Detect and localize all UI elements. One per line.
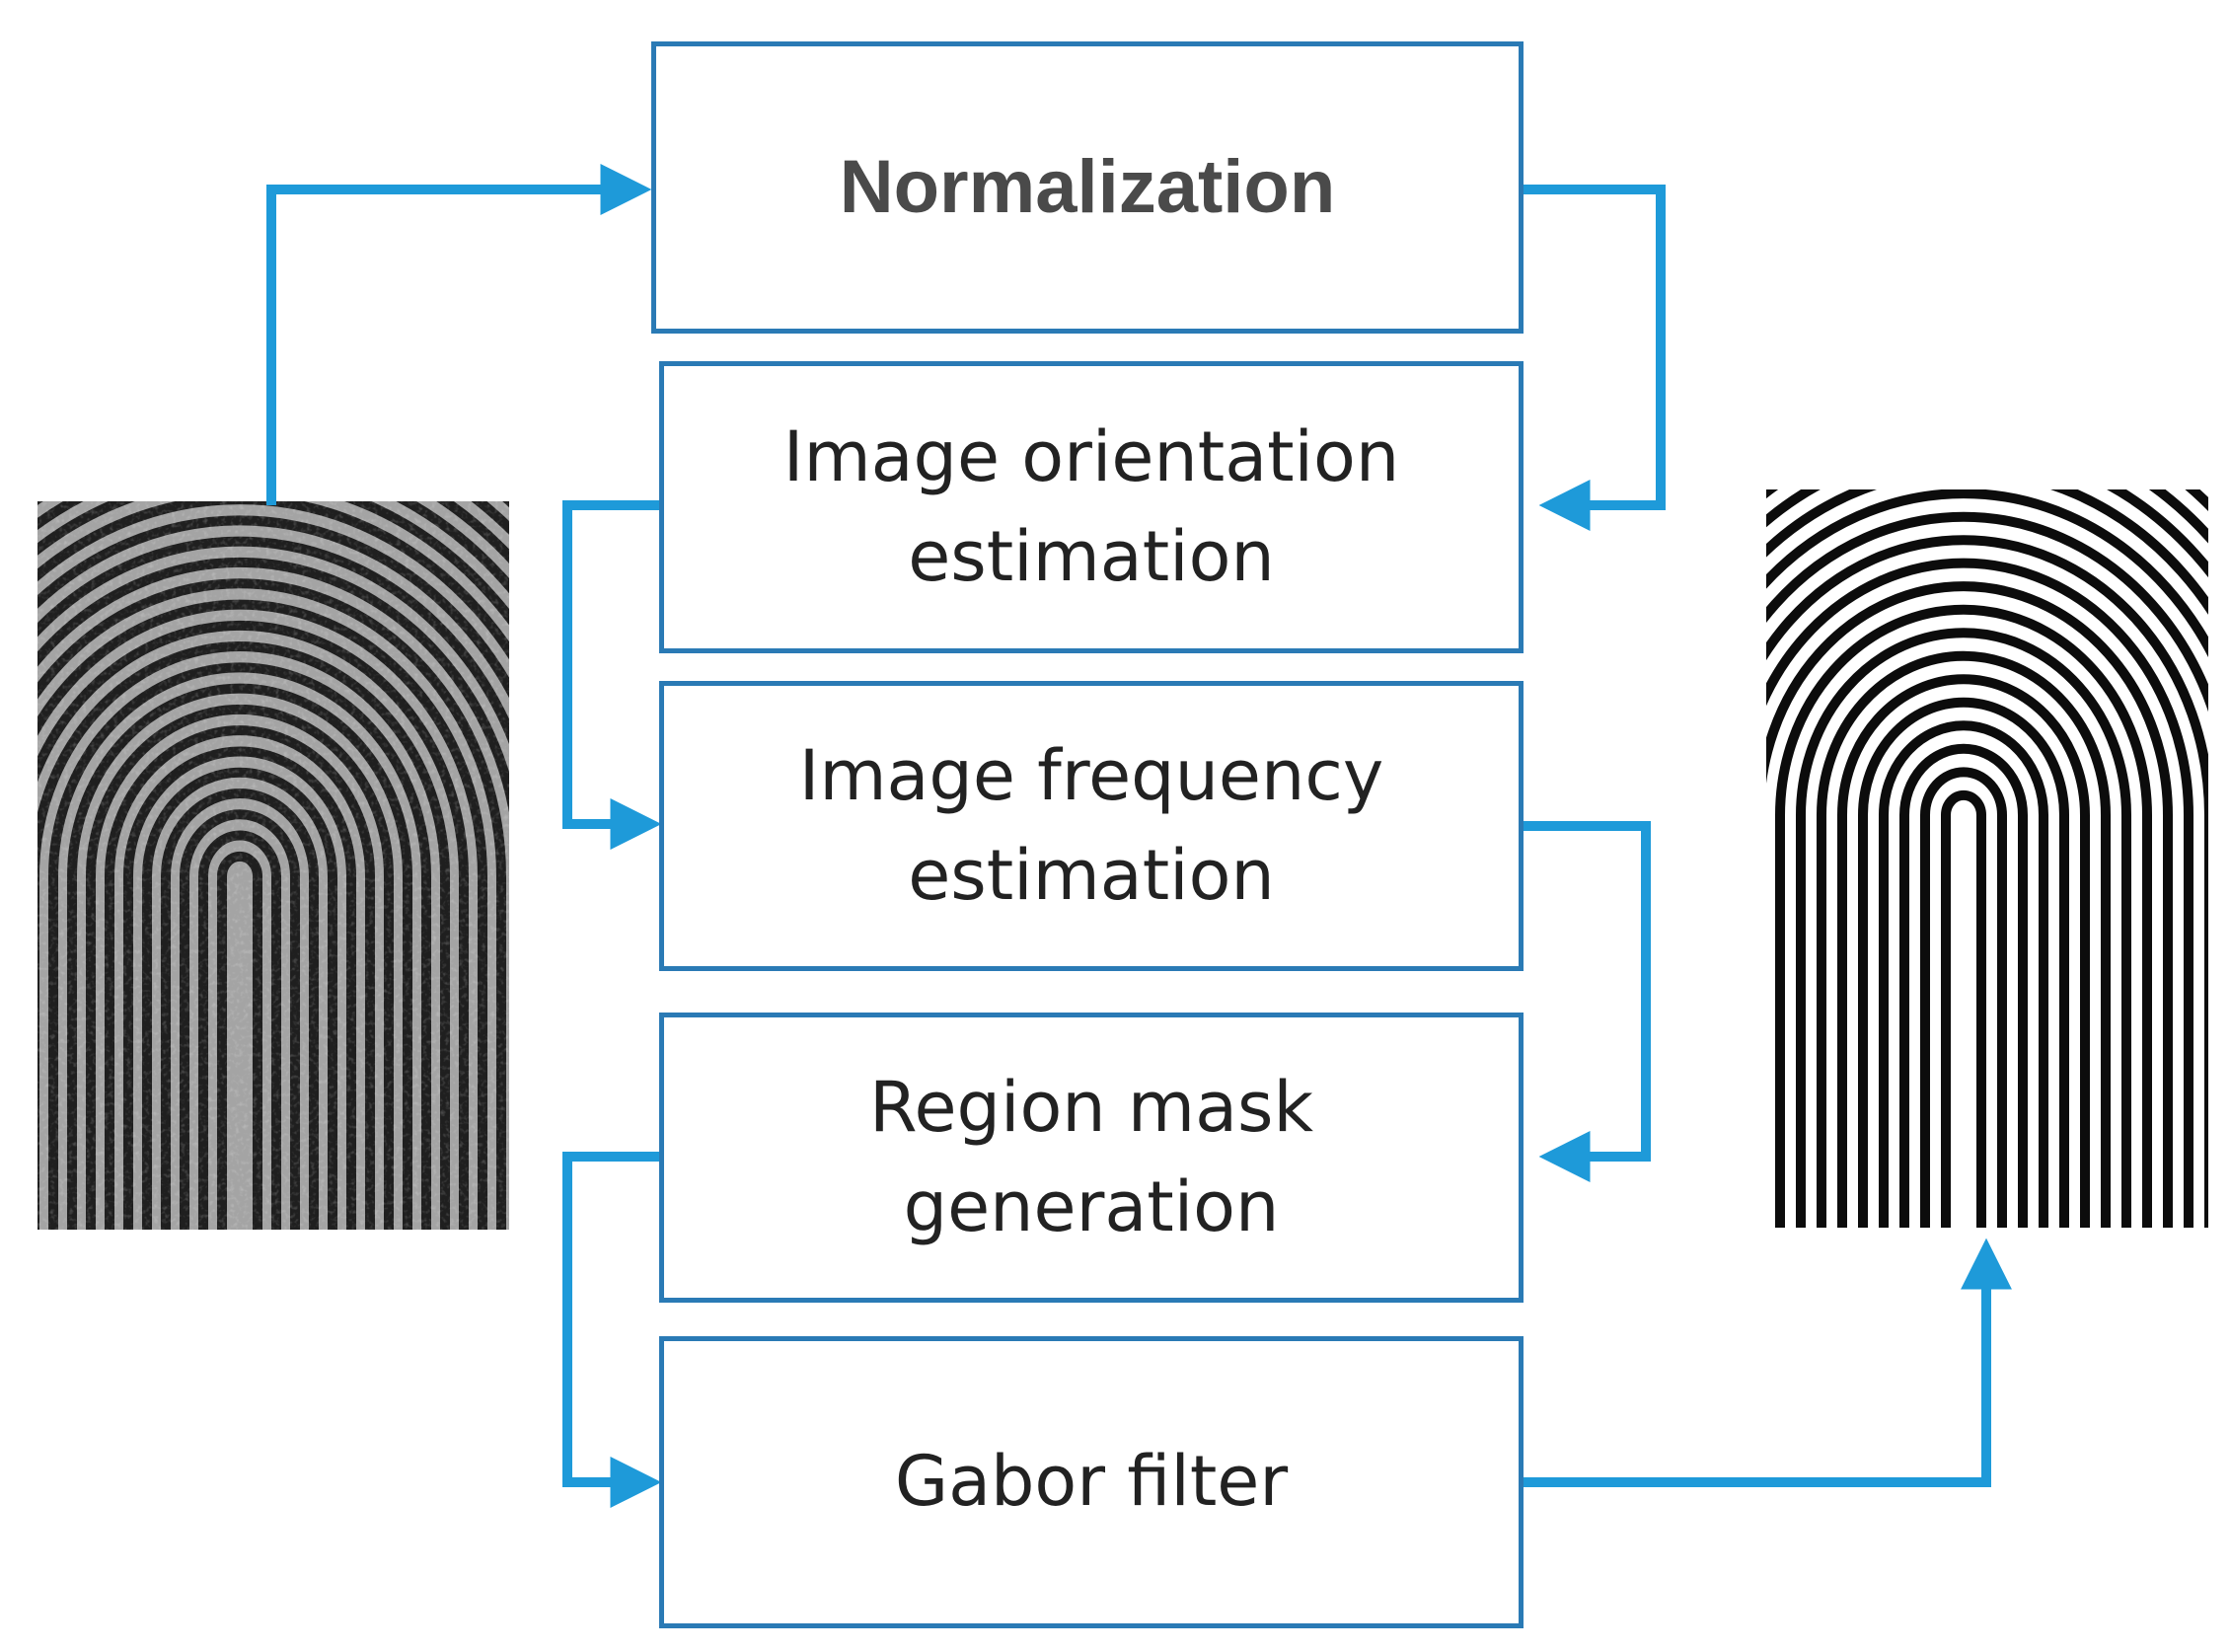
step-image-orientation-estimation: Image orientation estimation [659,361,1524,653]
arrow-input-to-normalization [266,164,652,505]
arrow-normalization-to-orientation [1524,185,1666,531]
step-frequency-label-line1: Image frequency [798,734,1384,816]
step-region-mask-generation: Region mask generation [659,1013,1524,1303]
arrow-region-mask-to-gabor [562,1152,675,1508]
arrow-gabor-to-output [1524,1238,2012,1487]
step-region-mask-label-line2: generation [903,1166,1280,1247]
step-normalization: Normalization [651,41,1524,334]
step-gabor-filter: Gabor filter [659,1336,1524,1628]
step-normalization-label: Normalization [839,144,1336,229]
output-fingerprint-image [1766,489,2208,1228]
step-image-frequency-estimation: Image frequency estimation [659,681,1524,971]
arrow-orientation-to-frequency [562,500,675,850]
step-frequency-label-line2: estimation [908,835,1275,916]
step-orientation-label-line2: estimation [908,516,1275,597]
step-orientation-label-line1: Image orientation [782,415,1400,497]
input-fingerprint-image [37,501,509,1230]
arrow-frequency-to-region-mask [1524,821,1651,1182]
step-gabor-filter-label: Gabor filter [894,1441,1289,1523]
step-region-mask-label-line1: Region mask [869,1066,1313,1148]
